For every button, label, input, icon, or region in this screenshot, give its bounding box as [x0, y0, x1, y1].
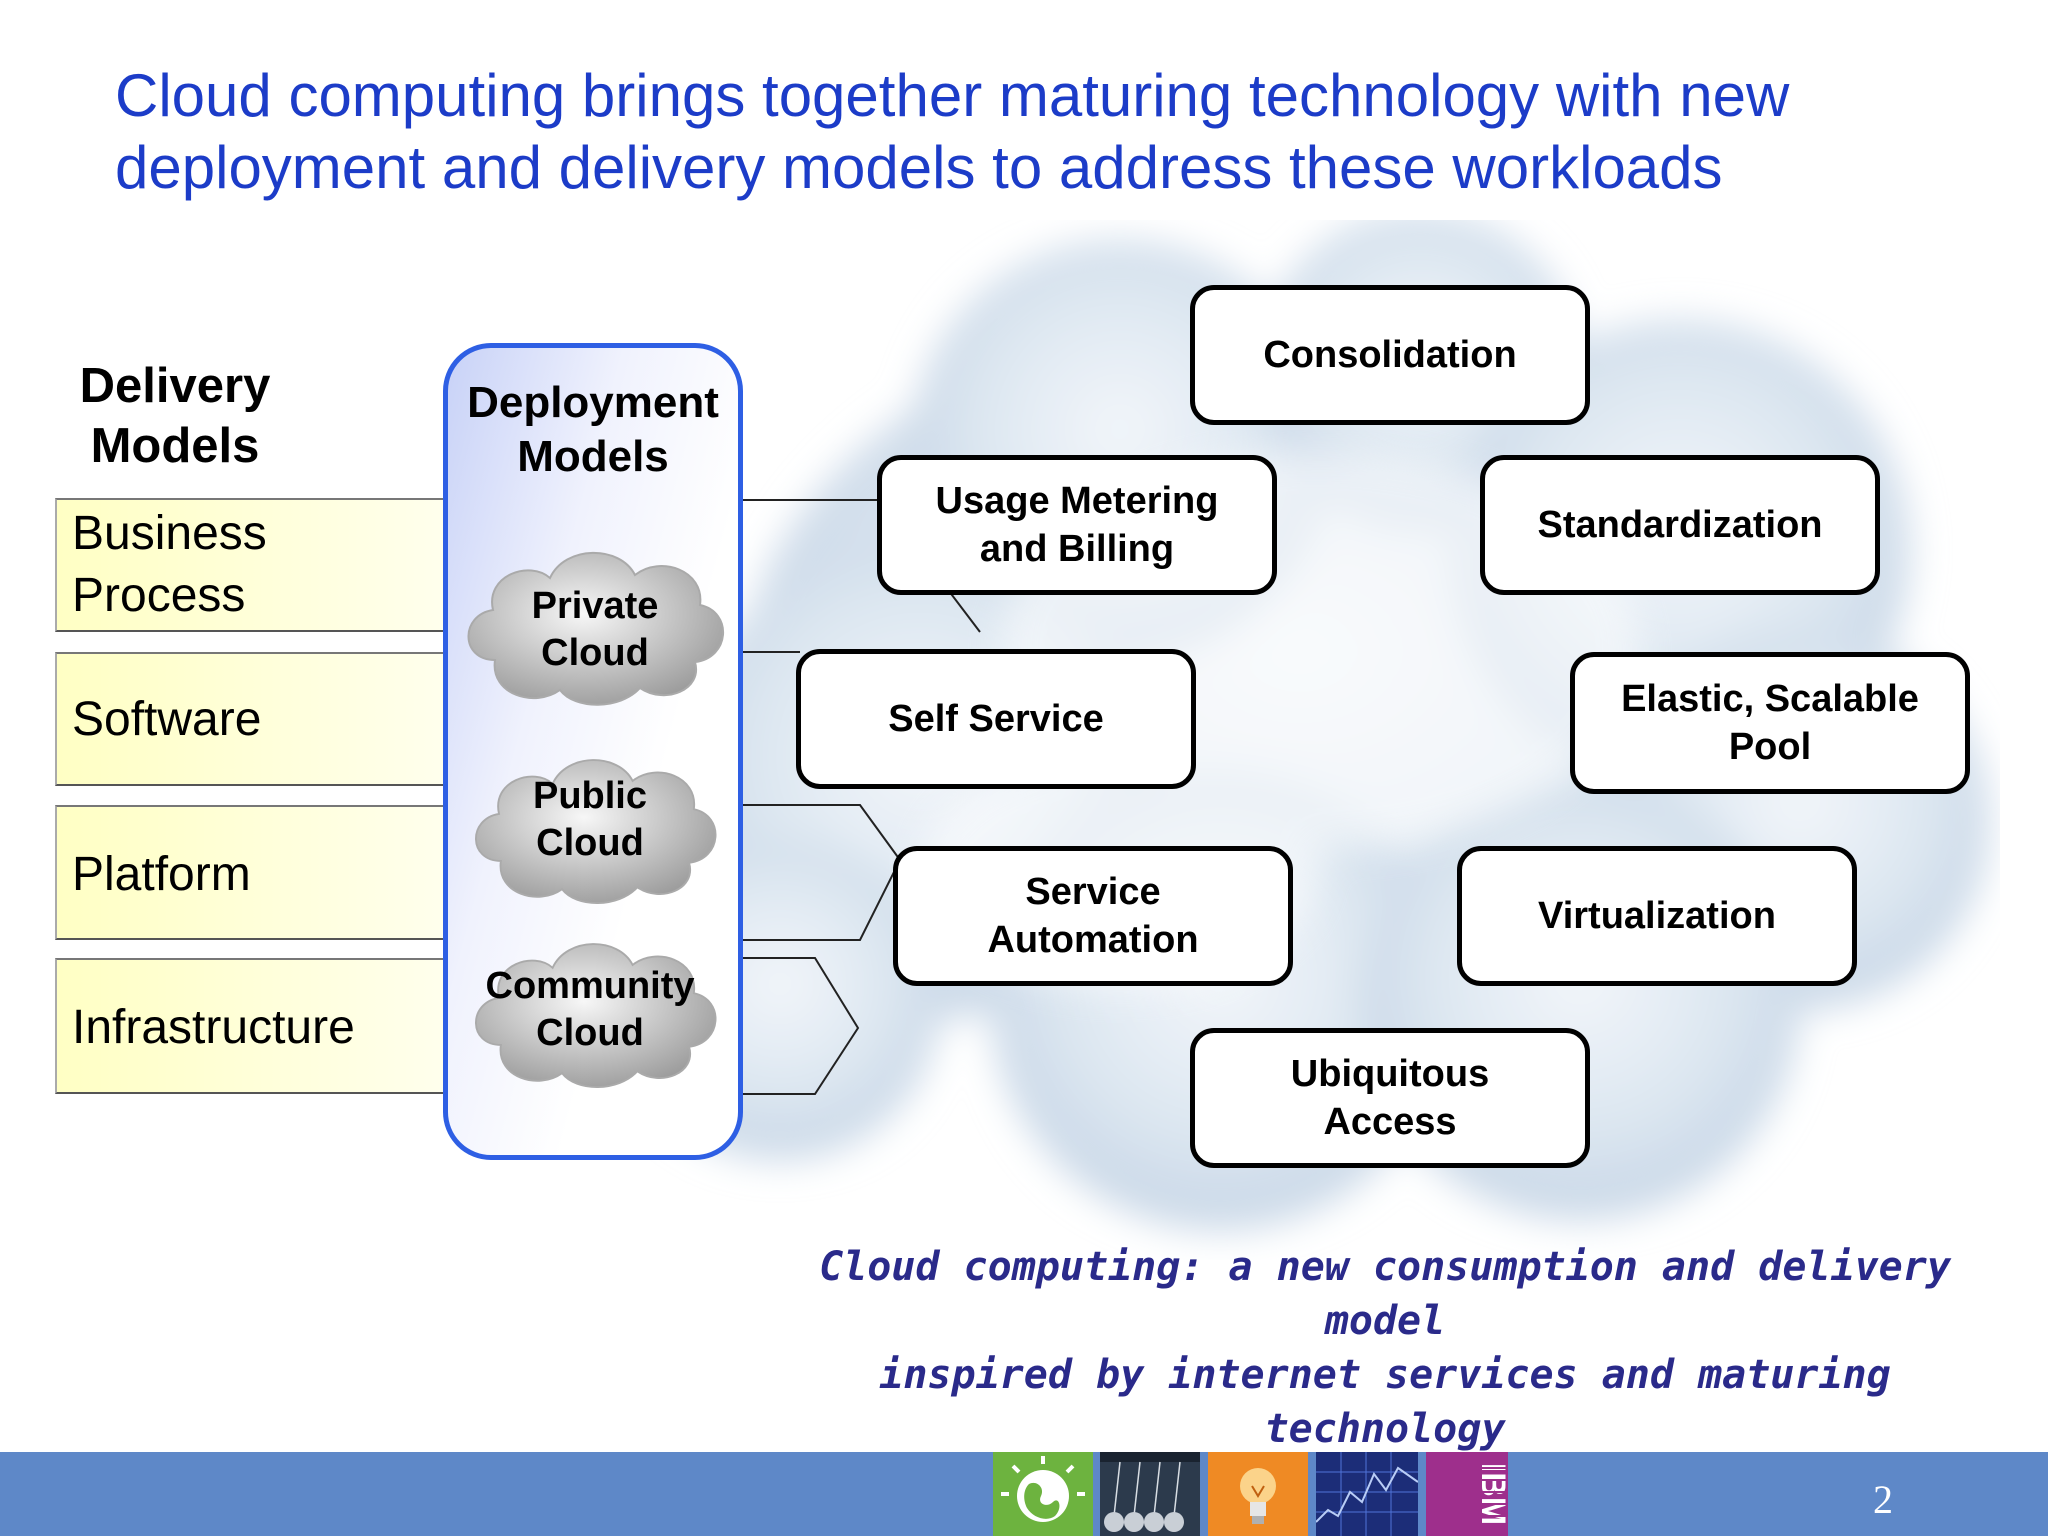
- private-cloud-icon: [467, 551, 725, 706]
- virtualization-box: Virtualization: [1457, 846, 1857, 986]
- service-automation-box: Service Automation: [893, 846, 1293, 986]
- layer-business-process: Business Process: [55, 498, 515, 632]
- private-cloud-label: Private Cloud: [531, 585, 659, 674]
- slide-title-line-1: Cloud computing brings together maturing…: [115, 62, 1790, 129]
- platform-arrow: [740, 804, 902, 941]
- layer-label-infrastructure: Infrastructure: [72, 1001, 355, 1054]
- public-cloud-icon: [475, 759, 717, 904]
- slide-title-line-2: deployment and delivery models to addres…: [115, 134, 1723, 201]
- deployment-models-header: Deployment Models: [467, 378, 719, 481]
- ibm-logo-tile-icon: IBM: [1426, 1452, 1508, 1536]
- layer-label-business: Business: [72, 507, 267, 560]
- layer-platform: Platform: [55, 805, 515, 940]
- layer-label-platform: Platform: [72, 848, 251, 901]
- ubiquitous-access-box: Ubiquitous Access: [1190, 1028, 1590, 1168]
- layer-infrastructure: Infrastructure: [55, 958, 515, 1094]
- globe-tile-icon: [993, 1452, 1093, 1536]
- newtons-cradle-tile-icon: [1100, 1452, 1200, 1536]
- self-service-box: Self Service: [796, 649, 1196, 789]
- usage-metering-billing-box: Usage Metering and Billing: [877, 455, 1277, 595]
- layer-label-software: Software: [72, 693, 262, 746]
- infrastructure-arrow: [740, 957, 860, 1095]
- delivery-models-header: Delivery Models: [79, 359, 271, 473]
- consolidation-box: Consolidation: [1190, 285, 1590, 425]
- community-cloud-label: Community Cloud: [485, 965, 695, 1054]
- lightbulb-tile-icon: [1208, 1452, 1308, 1536]
- public-cloud-label: Public Cloud: [532, 775, 648, 864]
- layer-label-process: Process: [72, 569, 246, 622]
- ibm-logo-text: IBM: [1474, 1463, 1508, 1525]
- data-chart-tile-icon: [1316, 1452, 1418, 1536]
- slide-title: Cloud computing brings together maturing…: [115, 60, 1995, 204]
- elastic-scalable-pool-box: Elastic, Scalable Pool: [1570, 652, 1970, 794]
- layer-software: Software: [55, 652, 515, 786]
- standardization-box: Standardization: [1480, 455, 1880, 595]
- page-number: 2: [1873, 1477, 1893, 1522]
- community-cloud-icon: [475, 943, 717, 1088]
